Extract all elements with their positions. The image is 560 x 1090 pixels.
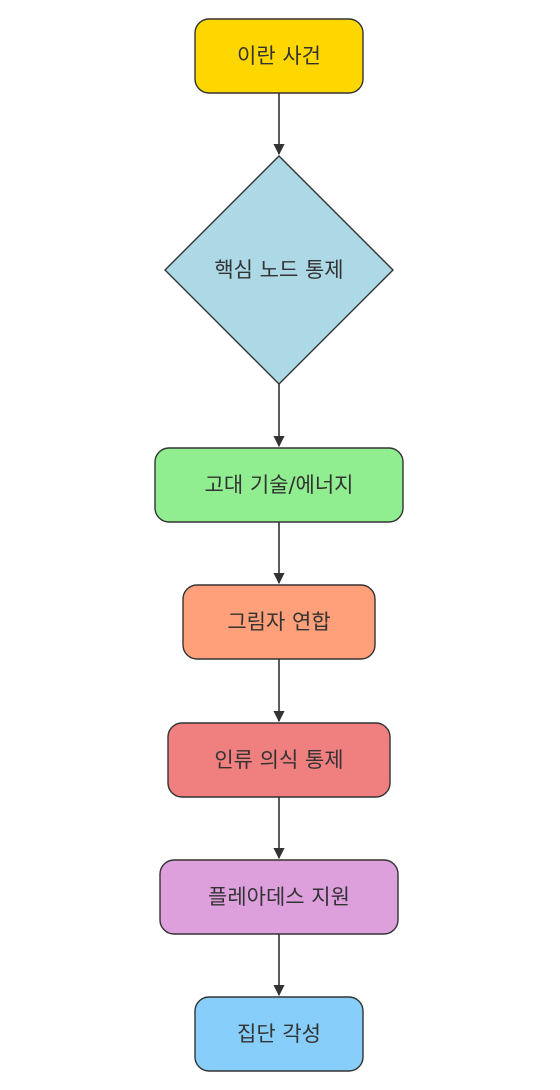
- node-label: 인류 의식 통제: [214, 748, 343, 772]
- flow-node-n5: 인류 의식 통제: [167, 722, 391, 798]
- process-box: [167, 722, 391, 798]
- node-label: 이란 사건: [237, 44, 321, 68]
- process-box: [182, 584, 376, 660]
- flow-node-n4: 그림자 연합: [182, 584, 376, 660]
- flow-node-n7: 집단 각성: [194, 996, 364, 1072]
- node-label: 플레아데스 지원: [208, 885, 350, 909]
- flow-node-n2: 핵심 노드 통제: [164, 155, 394, 385]
- node-label: 집단 각성: [237, 1022, 321, 1046]
- flow-node-n3: 고대 기술/에너지: [154, 447, 404, 523]
- node-label: 고대 기술/에너지: [205, 473, 354, 497]
- flow-node-n1: 이란 사건: [194, 18, 364, 94]
- process-box: [159, 859, 399, 935]
- process-box: [154, 447, 404, 523]
- process-box: [194, 996, 364, 1072]
- decision-diamond: [164, 155, 394, 385]
- flow-node-n6: 플레아데스 지원: [159, 859, 399, 935]
- node-label: 그림자 연합: [227, 610, 330, 634]
- node-label: 핵심 노드 통제: [214, 258, 343, 282]
- process-box: [194, 18, 364, 94]
